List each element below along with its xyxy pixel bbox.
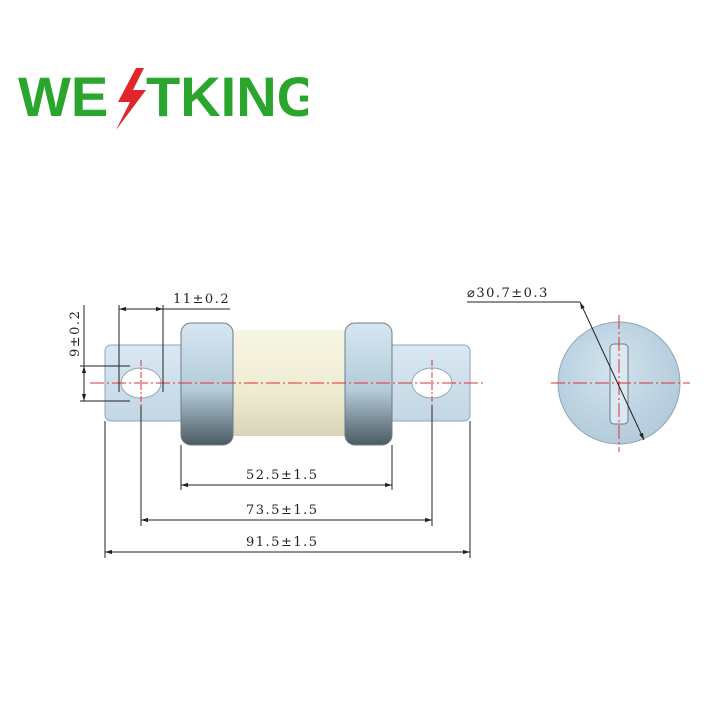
- fuse-end-view: [551, 315, 690, 452]
- right-end-cap: [344, 322, 393, 446]
- lightning-bolt-icon: [116, 68, 146, 130]
- dimension-end-diameter-label: ⌀30.7±0.3: [467, 286, 549, 301]
- logo-text-suffix: TKING: [146, 65, 308, 128]
- dimension-slot-height-label: 9±0.2: [68, 310, 83, 357]
- dimension-end-diameter: [467, 301, 645, 441]
- dimension-body-length: [180, 445, 393, 490]
- dimension-tab-width-label: 11±0.2: [173, 292, 230, 307]
- left-end-cap: [180, 322, 234, 446]
- dimension-hole-distance: [140, 406, 433, 526]
- dimension-slot-height: [80, 305, 130, 402]
- logo-text-prefix: WE: [18, 65, 108, 128]
- dimension-hole-distance-label: 73.5±1.5: [246, 503, 319, 518]
- westking-logo: WE TKING: [18, 65, 308, 130]
- dimension-body-length-label: 52.5±1.5: [246, 468, 319, 483]
- dimension-tab-width: [118, 305, 230, 392]
- dimension-overall-length-label: 91.5±1.5: [246, 535, 319, 550]
- dimension-overall-length: [104, 421, 471, 558]
